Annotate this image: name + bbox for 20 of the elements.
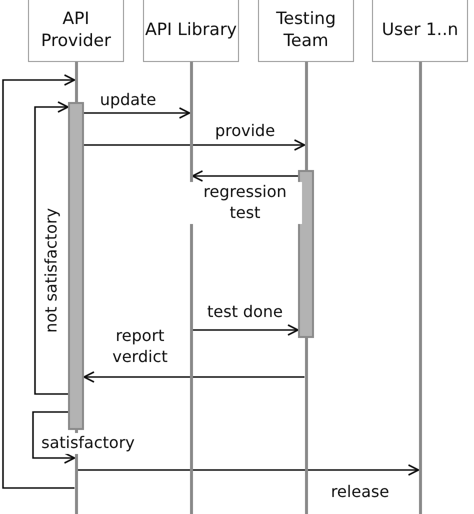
participant-box: API Provider: [28, 0, 124, 62]
arrow: [84, 139, 306, 151]
lifeline: [190, 62, 192, 514]
arrow: [32, 411, 76, 464]
edge-label: not satisfactory: [42, 207, 62, 335]
edge-label: satisfactory: [39, 433, 137, 454]
arrow: [78, 464, 420, 476]
participant-box: Testing Team: [258, 0, 354, 62]
lifeline: [418, 62, 422, 514]
arrow: [84, 107, 190, 119]
arrow: [34, 101, 69, 395]
edge-label: regression test: [188, 182, 302, 224]
participant-box: User 1..n: [372, 0, 468, 62]
arrow: [192, 324, 299, 336]
arrow: [2, 74, 76, 489]
activation-bar: [68, 102, 84, 430]
arrow: [83, 371, 304, 383]
arrow: [192, 170, 298, 182]
participant-box: API Library: [143, 0, 239, 62]
activation-bar: [298, 170, 314, 338]
